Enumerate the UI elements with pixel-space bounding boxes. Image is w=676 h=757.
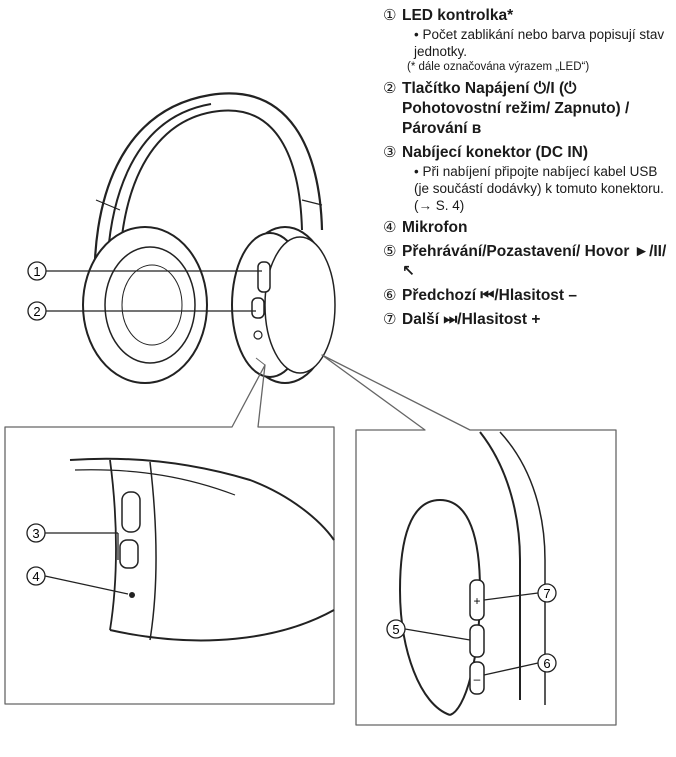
svg-text:–: – — [474, 672, 481, 686]
svg-text:3: 3 — [32, 526, 39, 541]
led-footnote: (* dále označována výrazem „LED“) — [407, 61, 590, 73]
callout-4: 4 — [26, 566, 129, 595]
left-ear-cup — [82, 226, 208, 384]
legend-number: ① — [383, 7, 397, 24]
legend-number: ③ — [383, 144, 397, 161]
legend-number: ⑤ — [383, 243, 397, 260]
legend-number: ⑦ — [383, 311, 397, 328]
legend-title: Nabíjecí konektor (DC IN) — [402, 144, 589, 161]
legend-title: Mikrofon — [402, 219, 468, 236]
svg-text:2: 2 — [33, 304, 40, 319]
dc-note: • Při nabíjení připojte nabíjecí kabel U… — [414, 164, 664, 213]
legend-item-play: ⑤ Přehrávání/Pozastavení/ Hovor ►/II/↖ — [383, 242, 673, 282]
svg-text:1: 1 — [33, 264, 40, 279]
legend-title: Přehrávání/Pozastavení/ Hovor ►/II/↖ — [402, 243, 667, 280]
legend-item-power: ② Tlačítko Napájení ⏻/I (⏻ Pohotovostní … — [383, 79, 673, 139]
svg-text:+: + — [473, 594, 480, 608]
led-note: • Počet zablikání nebo barva popisují st… — [414, 27, 665, 59]
legend-item-mic: ④ Mikrofon — [383, 218, 673, 238]
legend-number: ② — [383, 80, 397, 97]
legend-item-dc-in: ③ Nabíjecí konektor (DC IN) • Při nabíje… — [383, 143, 673, 214]
svg-text:5: 5 — [392, 622, 399, 637]
legend-item-next: ⑦ Další ⏭/Hlasitost + — [383, 310, 673, 330]
legend-number: ⑥ — [383, 287, 397, 304]
callout-5: 5 — [386, 619, 471, 641]
right-ear-cup — [231, 226, 336, 384]
legend-title: Tlačítko Napájení ⏻/I (⏻ Pohotovostní re… — [402, 80, 630, 137]
callout-3: 3 — [26, 523, 119, 560]
callout-6: 6 — [483, 653, 557, 676]
detail-box-left — [4, 357, 335, 705]
svg-text:4: 4 — [32, 569, 39, 584]
legend: ① LED kontrolka* • Počet zablikání nebo … — [383, 6, 673, 334]
callout-2: 2 — [27, 301, 256, 321]
detail-box-right: + – — [321, 354, 617, 726]
legend-title: Předchozí ⏮/Hlasitost – — [402, 287, 578, 304]
legend-item-prev: ⑥ Předchozí ⏮/Hlasitost – — [383, 286, 673, 306]
legend-title: LED kontrolka* — [402, 7, 514, 24]
svg-text:7: 7 — [543, 586, 550, 601]
legend-item-led: ① LED kontrolka* • Počet zablikání nebo … — [383, 6, 673, 75]
legend-number: ④ — [383, 219, 397, 236]
legend-title: Další ⏭/Hlasitost + — [402, 311, 541, 328]
svg-text:6: 6 — [543, 656, 550, 671]
callout-7: 7 — [483, 583, 557, 603]
callout-1: 1 — [27, 261, 262, 281]
